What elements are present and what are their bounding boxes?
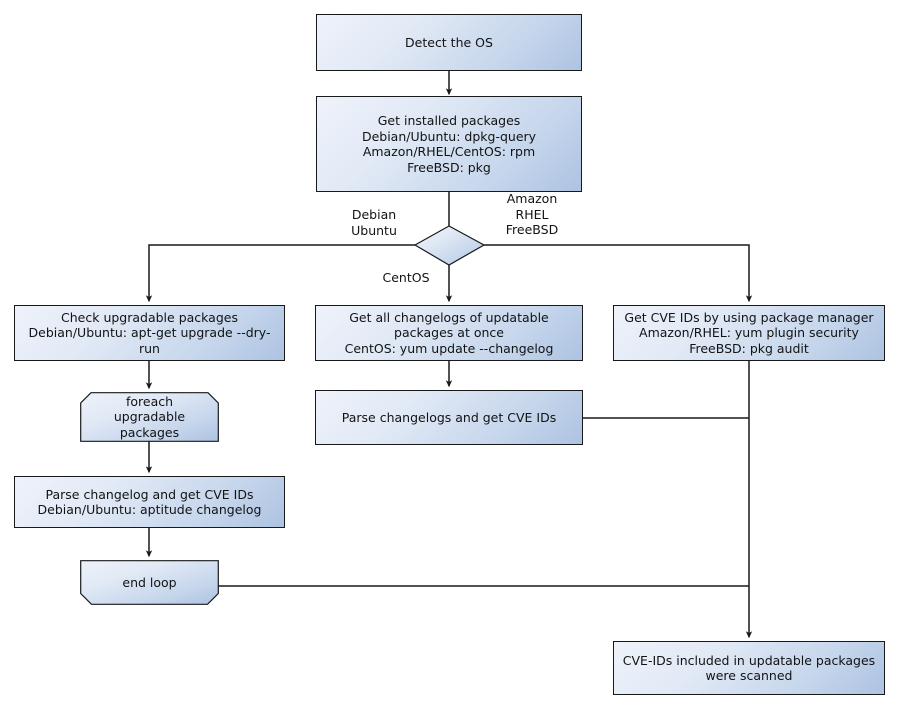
node-get-installed-packages-label: Get installed packages Debian/Ubuntu: dp… — [361, 113, 537, 175]
node-parse-changelogs-multi-label: Parse changelogs and get CVE IDs — [341, 409, 557, 425]
node-get-cve-ids-package-manager-label: Get CVE IDs by using package manager Ama… — [624, 309, 874, 356]
edge-label-amazon-rhel-freebsd: Amazon RHEL FreeBSD — [505, 191, 559, 237]
node-detect-os: Detect the OS — [316, 14, 582, 71]
node-check-upgradable-packages-label: Check upgradable packages Debian/Ubuntu:… — [28, 309, 271, 356]
node-foreach-loop-label: foreach upgradable packages — [113, 393, 186, 440]
node-scanned-result-label: CVE-IDs included in updatable packages w… — [622, 652, 876, 684]
node-get-all-changelogs-label: Get all changelogs of updatable packages… — [344, 309, 554, 356]
node-check-upgradable-packages: Check upgradable packages Debian/Ubuntu:… — [14, 305, 285, 361]
decision-diamond-os — [413, 225, 486, 266]
node-get-installed-packages: Get installed packages Debian/Ubuntu: dp… — [316, 96, 582, 192]
node-parse-changelogs-multi: Parse changelogs and get CVE IDs — [315, 390, 583, 445]
node-get-all-changelogs: Get all changelogs of updatable packages… — [315, 305, 583, 361]
node-foreach-loop: foreach upgradable packages — [80, 392, 219, 442]
node-scanned-result: CVE-IDs included in updatable packages w… — [613, 641, 885, 695]
node-parse-changelog-single-label: Parse changelog and get CVE IDs Debian/U… — [37, 486, 262, 518]
edge-decision-left — [145, 244, 415, 303]
node-get-cve-ids-package-manager: Get CVE IDs by using package manager Ama… — [613, 305, 885, 361]
node-detect-os-label: Detect the OS — [405, 34, 493, 50]
node-end-loop-label: end loop — [122, 574, 177, 590]
edge-label-centos: CentOS — [382, 270, 430, 285]
edge-decision-right — [484, 244, 753, 303]
node-end-loop: end loop — [80, 560, 219, 605]
node-parse-changelog-single: Parse changelog and get CVE IDs Debian/U… — [14, 476, 285, 528]
edge-label-debian-ubuntu: Debian Ubuntu — [351, 207, 397, 238]
